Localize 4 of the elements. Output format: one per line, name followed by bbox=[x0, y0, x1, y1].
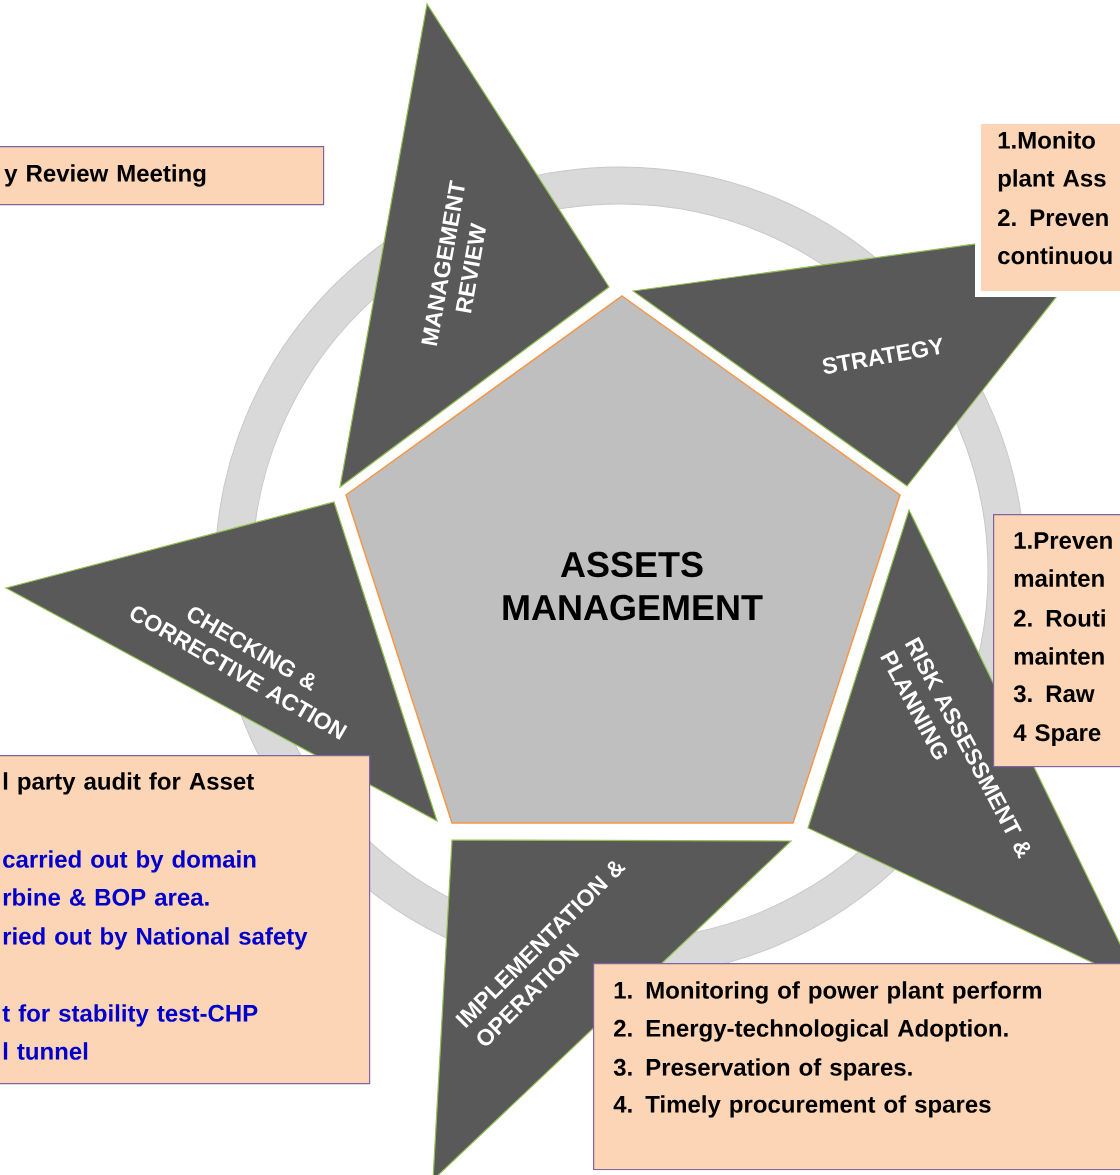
text-box: 1. Monitoring of power plant perform 2. Energy-technological Adoption. 3. Preservation of spares. 4. Timely procurement of spares bbox=[593, 963, 1120, 1171]
text-box: l party audit for Asset carried out by domain rbine & BOP area. ried out by National safety t for stability test-CHP l tunnel bbox=[0, 755, 371, 1085]
text-box: y Review Meeting bbox=[0, 146, 325, 206]
text-box: 1.Monito plant Ass 2. Preven continuou bbox=[975, 118, 1120, 297]
